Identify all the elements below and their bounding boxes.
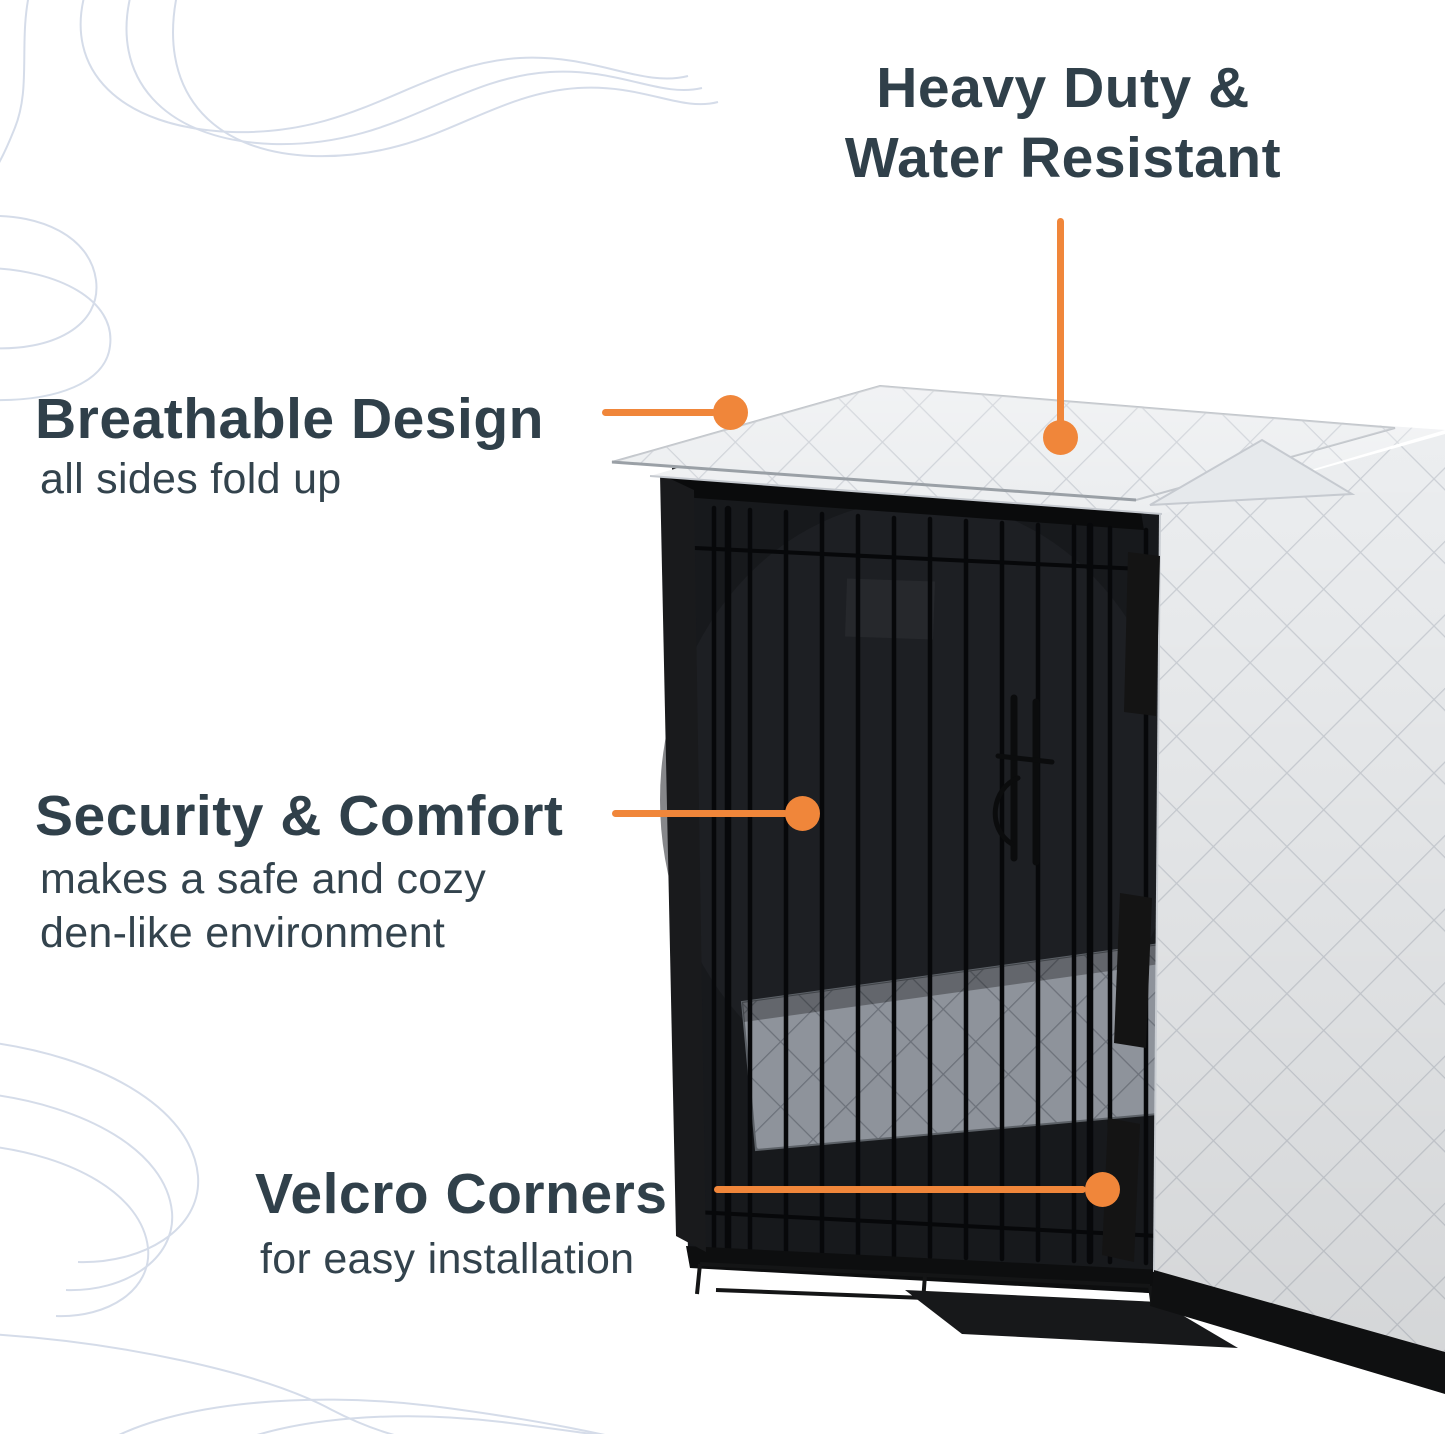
callout-subtitle-breathable: all sides fold up (40, 455, 342, 503)
heavy-duty-connector-line (1057, 218, 1064, 424)
wave-lines-bottom-left (0, 1042, 606, 1434)
crate-label-plate (845, 578, 935, 640)
callout-title-heavy-duty: Heavy Duty & Water Resistant (770, 54, 1356, 193)
callout-title-velcro: Velcro Corners (255, 1162, 668, 1226)
security-connector-line (612, 810, 788, 817)
heavy-duty-marker-dot (1043, 420, 1078, 455)
velcro-strips (1102, 552, 1160, 1262)
callout-subtitle-security: makes a safe and cozy den-like environme… (40, 852, 486, 960)
velcro-strip-bottom (1102, 1118, 1140, 1262)
callout-subtitle-velcro: for easy installation (260, 1235, 635, 1283)
breathable-connector-line (602, 409, 716, 416)
crate-bottom-shadow (1150, 1270, 1445, 1394)
heavy-duty-title-line2: Water Resistant (844, 125, 1282, 190)
callout-title-breathable: Breathable Design (35, 387, 544, 451)
wave-lines-top-left (0, 0, 719, 402)
velcro-marker-dot (1085, 1172, 1120, 1207)
heavy-duty-title-line1: Heavy Duty & (876, 56, 1250, 120)
callout-title-security: Security & Comfort (35, 784, 564, 848)
crate-wires (693, 505, 1164, 1266)
crate-top-flap (611, 384, 1396, 506)
breathable-marker-dot (713, 395, 748, 430)
security-subtitle-line2: den-like environment (40, 909, 446, 958)
velcro-connector-line (714, 1186, 1086, 1193)
crate-right-panel (1150, 434, 1445, 1394)
crate-door-latch (992, 694, 1055, 866)
flap-folded-corner (1149, 438, 1356, 506)
crate-interior (660, 468, 1180, 1278)
crate-left-cover-edge (660, 474, 706, 1252)
security-subtitle-line1: makes a safe and cozy (40, 855, 487, 903)
velcro-strip-middle (1114, 893, 1152, 1048)
security-marker-dot (785, 796, 820, 831)
velcro-strip-top (1124, 552, 1160, 716)
